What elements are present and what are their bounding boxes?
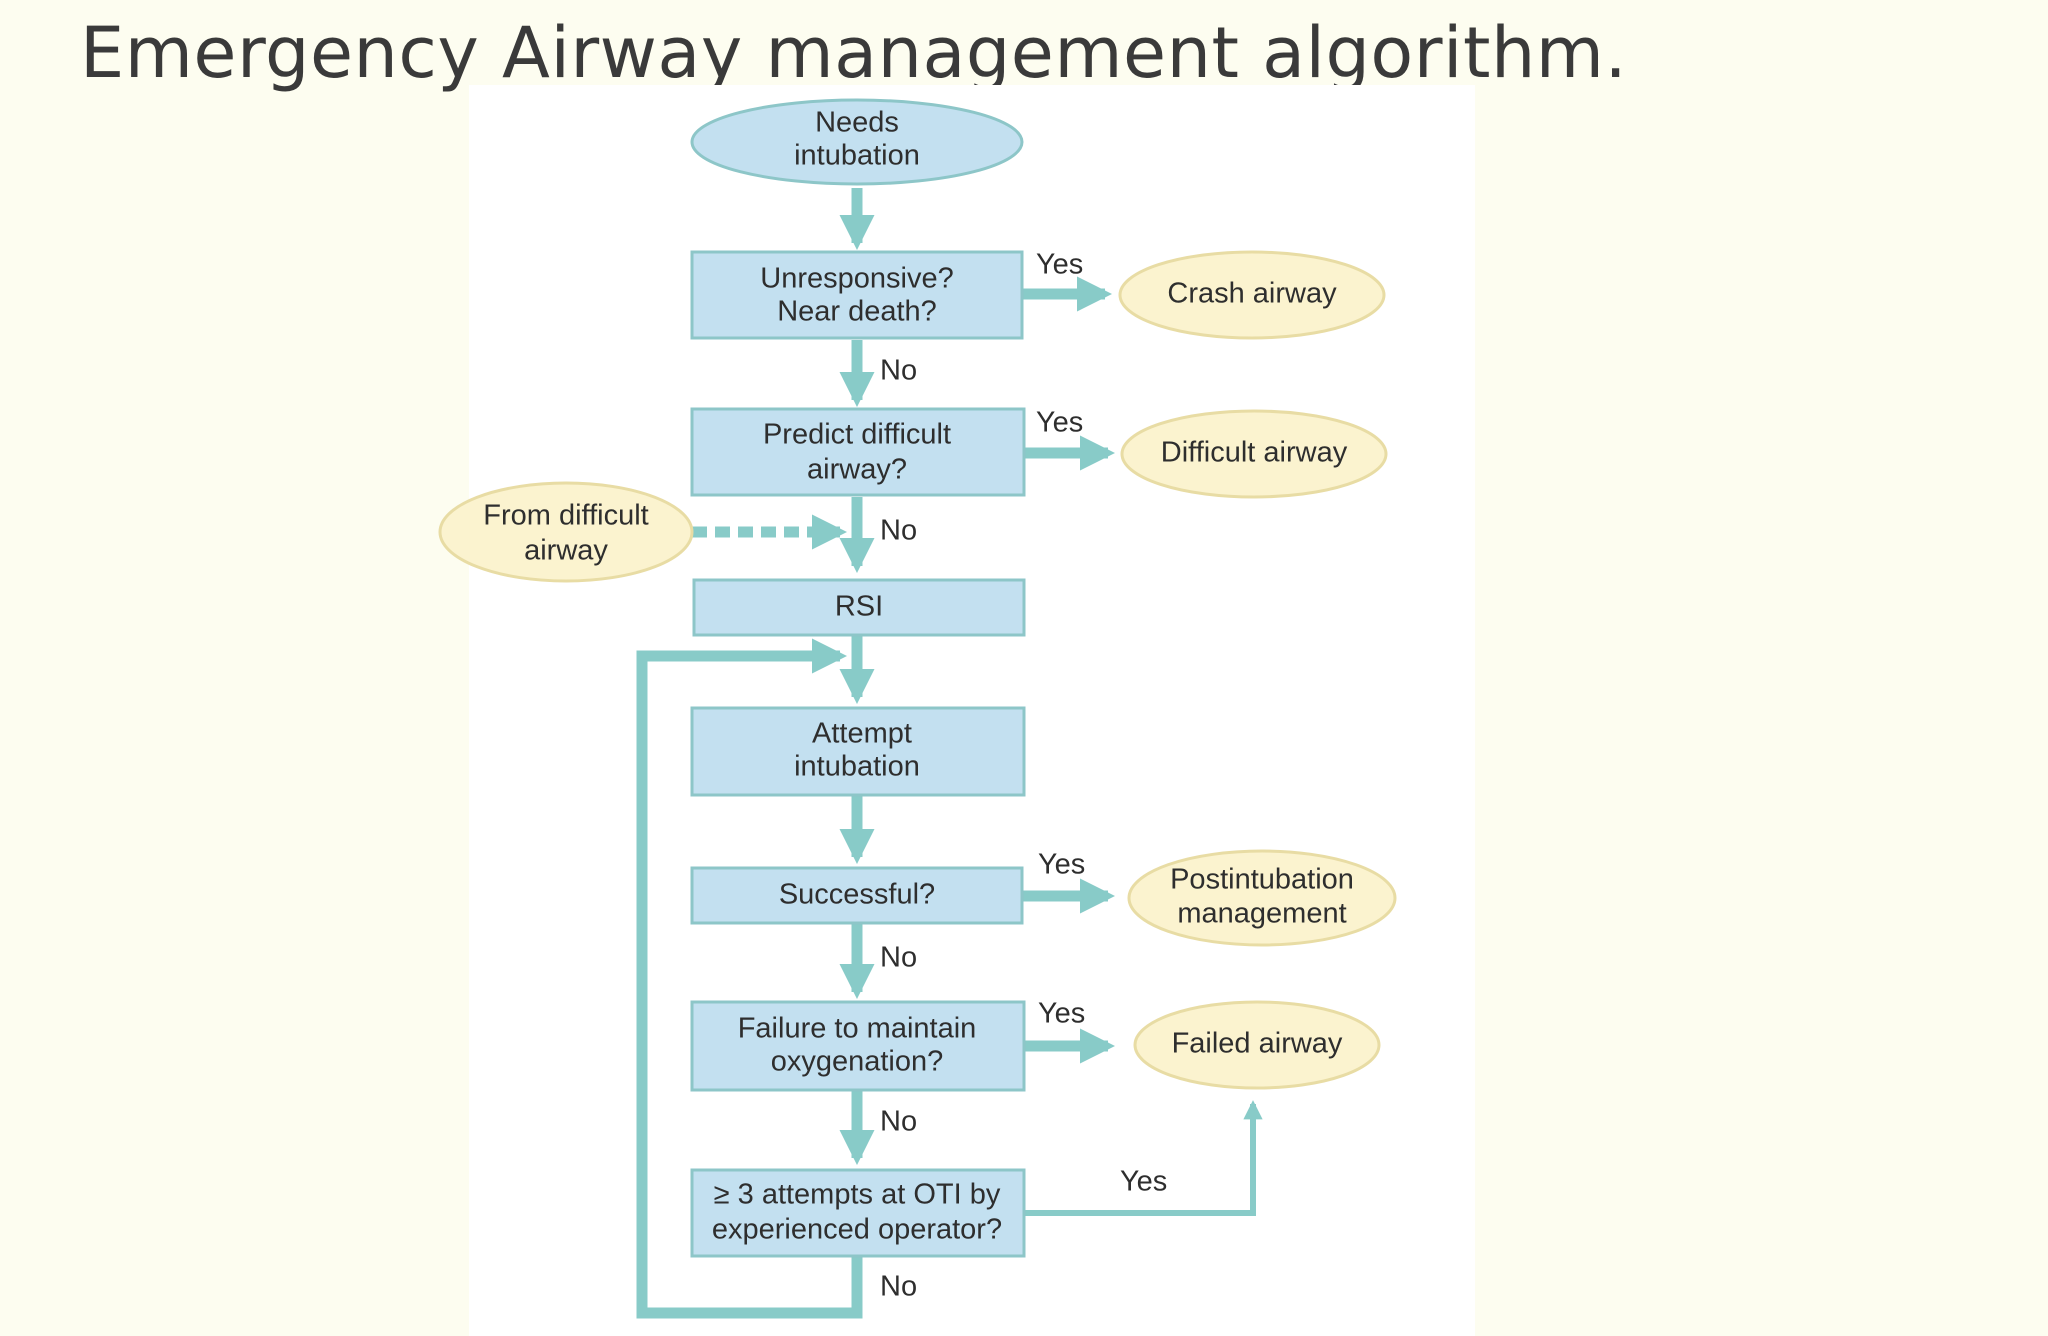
node-rsi: RSI <box>692 578 1026 637</box>
predict-line1: Predict difficult <box>763 419 951 451</box>
successful-box <box>690 866 1024 925</box>
rsi-box <box>692 578 1026 637</box>
postintubation-line1: Postintubation <box>1170 864 1354 896</box>
arrow-loop-back <box>636 638 863 1319</box>
label-yes-failure: Yes <box>1038 998 1085 1030</box>
label-no-failure: No <box>880 1106 917 1138</box>
node-crash: Crash airway <box>1118 250 1386 340</box>
label-no-unresponsive: No <box>880 355 917 387</box>
label-yes-predict: Yes <box>1036 407 1083 439</box>
failed-oval <box>1133 1000 1381 1090</box>
attempts-line2: experienced operator? <box>712 1214 1002 1246</box>
difficult-label: Difficult airway <box>1161 437 1348 469</box>
from-difficult-line1: From difficult <box>483 500 648 532</box>
attempt-line1: Attempt <box>812 718 912 750</box>
node-postintubation: Postintubation management <box>1127 849 1397 947</box>
from-difficult-line2: airway <box>524 535 608 567</box>
node-from-difficult: From difficult airway <box>438 481 694 583</box>
arrow-attempts-yes <box>1022 1100 1263 1216</box>
crash-label: Crash airway <box>1167 278 1337 310</box>
failure-line2: oxygenation? <box>771 1046 944 1078</box>
node-attempt: Attempt intubation <box>690 706 1026 797</box>
crash-oval <box>1118 250 1386 340</box>
postintubation-oval <box>1127 849 1397 947</box>
label-yes-unresponsive: Yes <box>1036 249 1083 281</box>
rsi-label: RSI <box>835 591 883 623</box>
slide-title: Emergency Airway management algorithm. <box>80 12 1628 94</box>
attempts-line1: ≥ 3 attempts at OTI by <box>714 1179 1001 1211</box>
edge-labels: Yes No Yes No Yes No Yes No Yes No <box>880 249 1167 1303</box>
label-no-successful: No <box>880 942 917 974</box>
node-start: Needs intubation <box>690 98 1024 186</box>
node-difficult: Difficult airway <box>1120 409 1388 499</box>
unresponsive-line2: Near death? <box>777 296 937 328</box>
start-oval <box>690 98 1024 186</box>
node-unresponsive: Unresponsive? Near death? <box>690 250 1024 340</box>
predict-line2: airway? <box>807 454 907 486</box>
failure-line1: Failure to maintain <box>738 1013 977 1045</box>
connectors <box>636 188 1263 1319</box>
failed-label: Failed airway <box>1172 1028 1343 1060</box>
difficult-oval <box>1120 409 1388 499</box>
attempts-box <box>690 1168 1026 1258</box>
node-successful: Successful? <box>690 866 1024 925</box>
attempt-box <box>690 706 1026 797</box>
label-no-attempts: No <box>880 1271 917 1303</box>
attempt-line2: intubation <box>794 751 920 783</box>
failure-box <box>690 1000 1026 1092</box>
from-difficult-oval <box>438 481 694 583</box>
successful-label: Successful? <box>779 879 935 911</box>
start-line2: intubation <box>794 140 920 172</box>
predict-box <box>690 407 1026 497</box>
node-failure: Failure to maintain oxygenation? <box>690 1000 1026 1092</box>
node-attempts: ≥ 3 attempts at OTI by experienced opera… <box>690 1168 1026 1258</box>
label-no-predict: No <box>880 515 917 547</box>
label-yes-successful: Yes <box>1038 849 1085 881</box>
unresponsive-line1: Unresponsive? <box>760 263 953 295</box>
start-line1: Needs <box>815 107 899 139</box>
node-failed: Failed airway <box>1133 1000 1381 1090</box>
postintubation-line2: management <box>1177 898 1346 930</box>
node-predict: Predict difficult airway? <box>690 407 1026 497</box>
label-yes-attempts: Yes <box>1120 1166 1167 1198</box>
unresponsive-box <box>690 250 1024 340</box>
